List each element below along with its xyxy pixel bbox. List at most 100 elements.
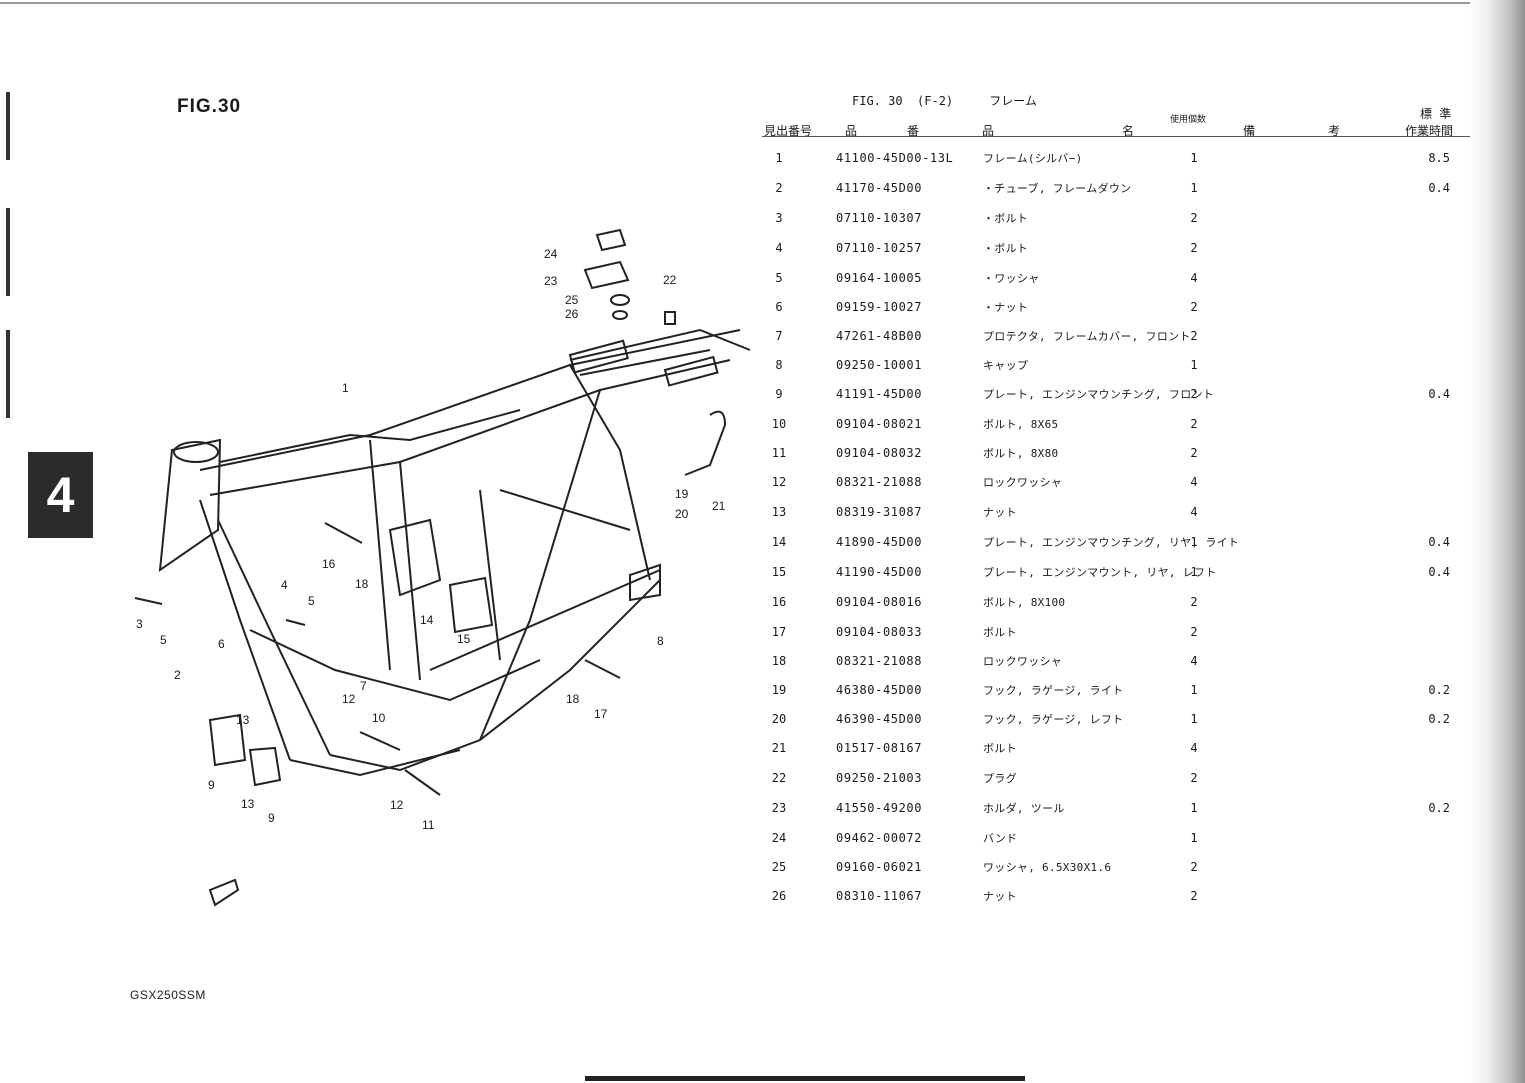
part-number-cell: 09104-08016 <box>836 595 923 609</box>
ref-cell: 17 <box>771 625 787 639</box>
part-name-cell: プロテクタ, フレームカバー, フロント <box>983 330 1191 343</box>
part-name-cell: キャップ <box>983 359 1029 372</box>
figure-heading: FIG.30 <box>177 96 242 117</box>
callout-label: 12 <box>390 798 404 812</box>
header-ref-number: 見出番号 <box>764 124 813 138</box>
callout-label: 11 <box>422 818 435 832</box>
ref-cell: 4 <box>775 241 783 255</box>
quantity-cell: 2 <box>1190 329 1198 343</box>
header-remarks-2: 考 <box>1328 124 1341 138</box>
table-row[interactable]: 16 09104-08016 ボルト, 8X100 2 <box>0 595 1470 615</box>
table-title: FIG. 30 (F-2) フレーム <box>852 94 1037 108</box>
callout-label: 8 <box>657 634 664 648</box>
callout-label: 3 <box>136 617 143 631</box>
quantity-cell: 1 <box>1190 712 1198 726</box>
part-name-cell: フック, ラゲージ, レフト <box>983 713 1124 726</box>
part-name-cell: ・ナット <box>983 301 1029 314</box>
model-code: GSX250SSM <box>130 988 206 1002</box>
ref-cell: 2 <box>775 181 783 195</box>
callout-label: 18 <box>566 692 580 706</box>
quantity-cell: 2 <box>1190 625 1198 639</box>
ref-cell: 19 <box>771 683 787 697</box>
ref-cell: 21 <box>771 741 787 755</box>
callout-label: 15 <box>457 632 471 646</box>
ref-cell: 24 <box>771 831 787 845</box>
ref-cell: 9 <box>775 387 783 401</box>
part-number-cell: 09104-08032 <box>836 446 923 460</box>
part-name-cell: ボルト, 8X100 <box>983 596 1066 609</box>
callout-label: 12 <box>342 692 356 706</box>
part-name-cell: ・チューブ, フレームダウン <box>983 182 1132 195</box>
binding-mark <box>6 330 10 418</box>
quantity-cell: 2 <box>1190 446 1198 460</box>
part-name-cell: プレート, エンジンマウンチング, リヤ, ライト <box>983 536 1240 549</box>
header-quantity: 使用個数 <box>1170 115 1207 125</box>
chapter-tab[interactable]: 4 <box>28 452 93 538</box>
quantity-cell: 2 <box>1190 211 1198 225</box>
work-time-cell: 0.2 <box>1428 712 1450 726</box>
header-name-1: 品 <box>982 124 995 138</box>
work-time-cell: 0.4 <box>1428 535 1450 549</box>
work-time-cell: 0.2 <box>1428 683 1450 697</box>
quantity-cell: 1 <box>1190 535 1198 549</box>
callout-label: 9 <box>208 778 215 792</box>
quantity-cell: 4 <box>1190 654 1198 668</box>
quantity-cell: 2 <box>1190 387 1198 401</box>
quantity-cell: 1 <box>1190 358 1198 372</box>
quantity-cell: 2 <box>1190 771 1198 785</box>
ref-cell: 16 <box>771 595 787 609</box>
part-name-cell: ワッシャ, 6.5X30X1.6 <box>983 861 1112 874</box>
quantity-cell: 4 <box>1190 475 1198 489</box>
callout-label: 26 <box>565 307 579 321</box>
quantity-cell: 1 <box>1190 151 1198 165</box>
part-name-cell: フック, ラゲージ, ライト <box>983 684 1124 697</box>
part-number-cell: 09104-08021 <box>836 417 923 431</box>
callout-label: 6 <box>218 637 225 651</box>
part-name-cell: ホルダ, ツール <box>983 802 1065 815</box>
ref-cell: 22 <box>771 771 787 785</box>
callout-label: 16 <box>322 557 336 571</box>
quantity-cell: 1 <box>1190 801 1198 815</box>
quantity-cell: 2 <box>1190 595 1198 609</box>
part-name-cell: ロックワッシャ <box>983 655 1063 668</box>
part-number-cell: 08321-21088 <box>836 475 923 489</box>
ref-cell: 15 <box>771 565 787 579</box>
callout-label: 1 <box>342 381 349 395</box>
part-number-cell: 09250-10001 <box>836 358 923 372</box>
work-time-cell: 8.5 <box>1428 151 1450 165</box>
quantity-cell: 1 <box>1190 565 1198 579</box>
callout-label: 22 <box>663 273 677 287</box>
ref-cell: 12 <box>771 475 787 489</box>
frame-exploded-diagram: 24 23 22 25 26 1 19 20 21 16 18 4 5 3 5 … <box>134 228 751 907</box>
ref-cell: 13 <box>771 505 787 519</box>
part-number-cell: 07110-10307 <box>836 211 923 225</box>
callout-label: 13 <box>236 713 250 727</box>
part-name-cell: フレーム(シルバ−) <box>983 152 1083 165</box>
callout-label: 19 <box>675 487 689 501</box>
